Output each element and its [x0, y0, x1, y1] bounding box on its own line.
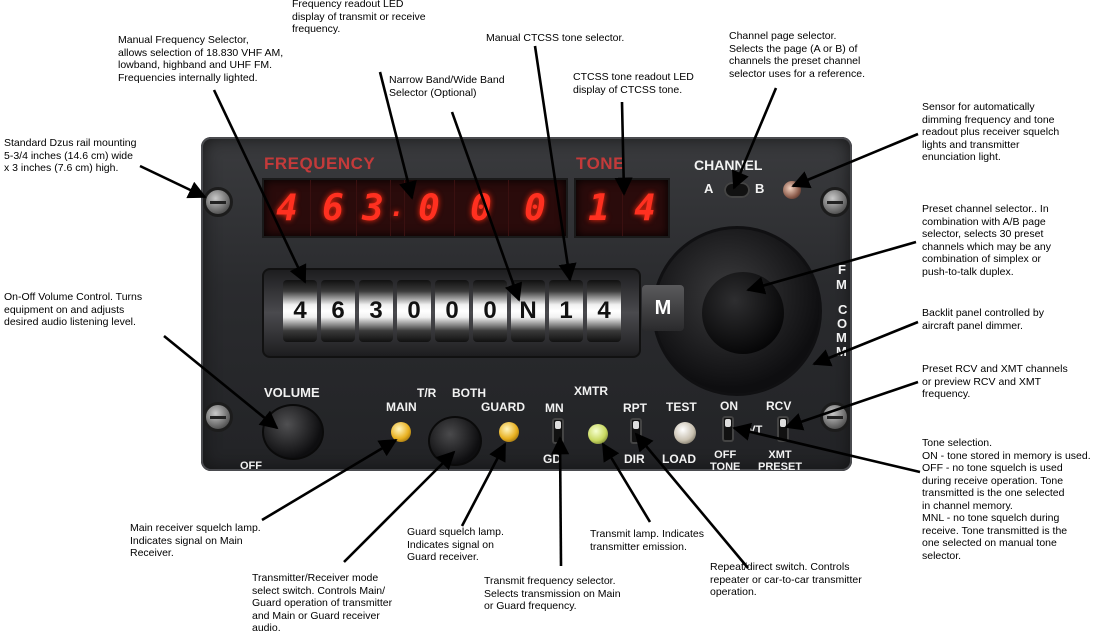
annotation-sensor: Sensor for automatically dimming frequen… [922, 101, 1060, 163]
annotation-manual-frequency: Manual Frequency Selector, allows select… [118, 34, 284, 84]
off-tone-label: OFF TONE [710, 449, 741, 473]
mount-screw-bottom-right [820, 402, 850, 432]
preset-channel-knob-cap [702, 272, 784, 354]
annotation-main-squelch: Main receiver squelch lamp. Indicates si… [130, 522, 261, 559]
annotation-dzus-rail: Standard Dzus rail mounting 5-3/4 inches… [4, 137, 137, 174]
narrow-wide-thumbwheel[interactable]: N [511, 280, 545, 342]
annotation-preset-channel: Preset channel selector.. In combination… [922, 203, 1051, 278]
annotation-tr-mode: Transmitter/Receiver mode select switch.… [252, 572, 393, 634]
tone-selection-switch[interactable] [722, 416, 734, 442]
tone-label: TONE [576, 154, 625, 173]
freq-led-digit: 6 [310, 180, 357, 236]
annotation-channel-page: Channel page selector. Selects the page … [729, 30, 865, 80]
tone-led-digit: 4 [634, 187, 656, 229]
gd-label: GD [543, 452, 561, 466]
main-squelch-lamp [391, 422, 411, 442]
frequency-led-display: 4 6 3 . 0 0 0 [262, 178, 568, 238]
test-load-button[interactable] [674, 422, 696, 444]
main-label: MAIN [386, 400, 417, 414]
annotation-manual-ctcss: Manual CTCSS tone selector. [486, 32, 625, 44]
mount-screw-top-left [203, 187, 233, 217]
xmt-preset-label: XMT PRESET [758, 449, 803, 473]
annotation-ctcss-readout: CTCSS tone readout LED display of CTCSS … [573, 71, 694, 96]
preset-selector-m-button[interactable]: M [642, 285, 684, 331]
mode-letter: M [836, 344, 847, 359]
rpt-label: RPT [623, 401, 647, 415]
annotation-preset-rcv-xmt: Preset RCV and XMT channels or preview R… [922, 363, 1068, 400]
annotation-frequency-readout: Frequency readout LED display of transmi… [292, 0, 426, 35]
volume-label: VOLUME [264, 385, 320, 400]
mode-letter: M [836, 330, 847, 345]
both-label: BOTH [452, 386, 486, 400]
channel-label: CHANNEL [694, 157, 763, 173]
annotation-transmit-lamp: Transmit lamp. Indicates transmitter emi… [590, 528, 704, 553]
load-label: LOAD [662, 452, 696, 466]
channel-page-switch[interactable] [724, 182, 750, 198]
frequency-thumbwheel[interactable]: 0 [397, 280, 431, 342]
tone-led-digit: 1 [576, 180, 623, 236]
selector-m-label: M [654, 296, 672, 319]
freq-led-digit: 0 [454, 180, 509, 236]
frequency-thumbwheel[interactable]: 0 [435, 280, 469, 342]
mode-letter: O [837, 316, 848, 331]
annotation-volume: On-Off Volume Control. Turns equipment o… [4, 291, 143, 328]
frequency-thumbwheel[interactable]: 6 [321, 280, 355, 342]
dimming-sensor [783, 181, 801, 199]
mount-screw-top-right [820, 187, 850, 217]
annotation-narrow-wide: Narrow Band/Wide Band Selector (Optional… [389, 74, 505, 99]
mn-label: MN [545, 401, 564, 415]
tr-label: T/R [417, 386, 437, 400]
annotation-transmit-freq: Transmit frequency selector. Selects tra… [484, 575, 621, 612]
channel-a-label: A [704, 181, 714, 196]
ctcss-thumbwheel[interactable]: 1 [549, 280, 583, 342]
on-label: ON [720, 399, 738, 413]
transmit-lamp [588, 424, 608, 444]
rcv-label: RCV [766, 399, 792, 413]
off-label: OFF [240, 460, 262, 472]
volume-knob[interactable] [262, 404, 324, 460]
mode-letter: F [838, 262, 846, 277]
xmtr-label: XMTR [574, 384, 608, 398]
mode-letter: C [838, 302, 848, 317]
tr-mode-knob[interactable] [428, 416, 482, 466]
repeat-direct-switch[interactable] [630, 418, 642, 444]
annotation-tone-selection: Tone selection. ON - tone stored in memo… [922, 437, 1091, 562]
freq-led-digit: 4 [264, 180, 311, 236]
mode-letter: M [836, 277, 847, 292]
freq-led-digit: 0 [524, 187, 546, 229]
freq-led-digit: 0 [404, 180, 455, 236]
preset-rcv-xmt-switch[interactable] [777, 416, 789, 442]
freq-led-digit: 3 [356, 180, 391, 236]
tone-led-display: 1 4 [574, 178, 670, 238]
dir-label: DIR [624, 452, 645, 466]
leader-dzus [139, 164, 207, 199]
freq-led-decimal: . [389, 180, 405, 236]
frequency-thumbwheel[interactable]: 4 [283, 280, 317, 342]
guard-squelch-lamp [499, 422, 519, 442]
annotation-guard-squelch: Guard squelch lamp. Indicates signal on … [407, 526, 504, 563]
mount-screw-bottom-left [203, 402, 233, 432]
frequency-thumbwheel[interactable]: 3 [359, 280, 393, 342]
guard-label: GUARD [481, 400, 525, 414]
channel-b-label: B [755, 181, 765, 196]
ctcss-thumbwheel[interactable]: 4 [587, 280, 621, 342]
annotation-backlit: Backlit panel controlled by aircraft pan… [922, 307, 1044, 332]
transmit-frequency-switch[interactable] [552, 418, 564, 444]
pvt-label: PVT [741, 424, 763, 436]
annotation-repeat-direct: Repeat/direct switch. Controls repeater … [710, 561, 862, 598]
frequency-thumbwheel[interactable]: 0 [473, 280, 507, 342]
frequency-label: FREQUENCY [264, 154, 376, 173]
test-label: TEST [666, 400, 697, 414]
